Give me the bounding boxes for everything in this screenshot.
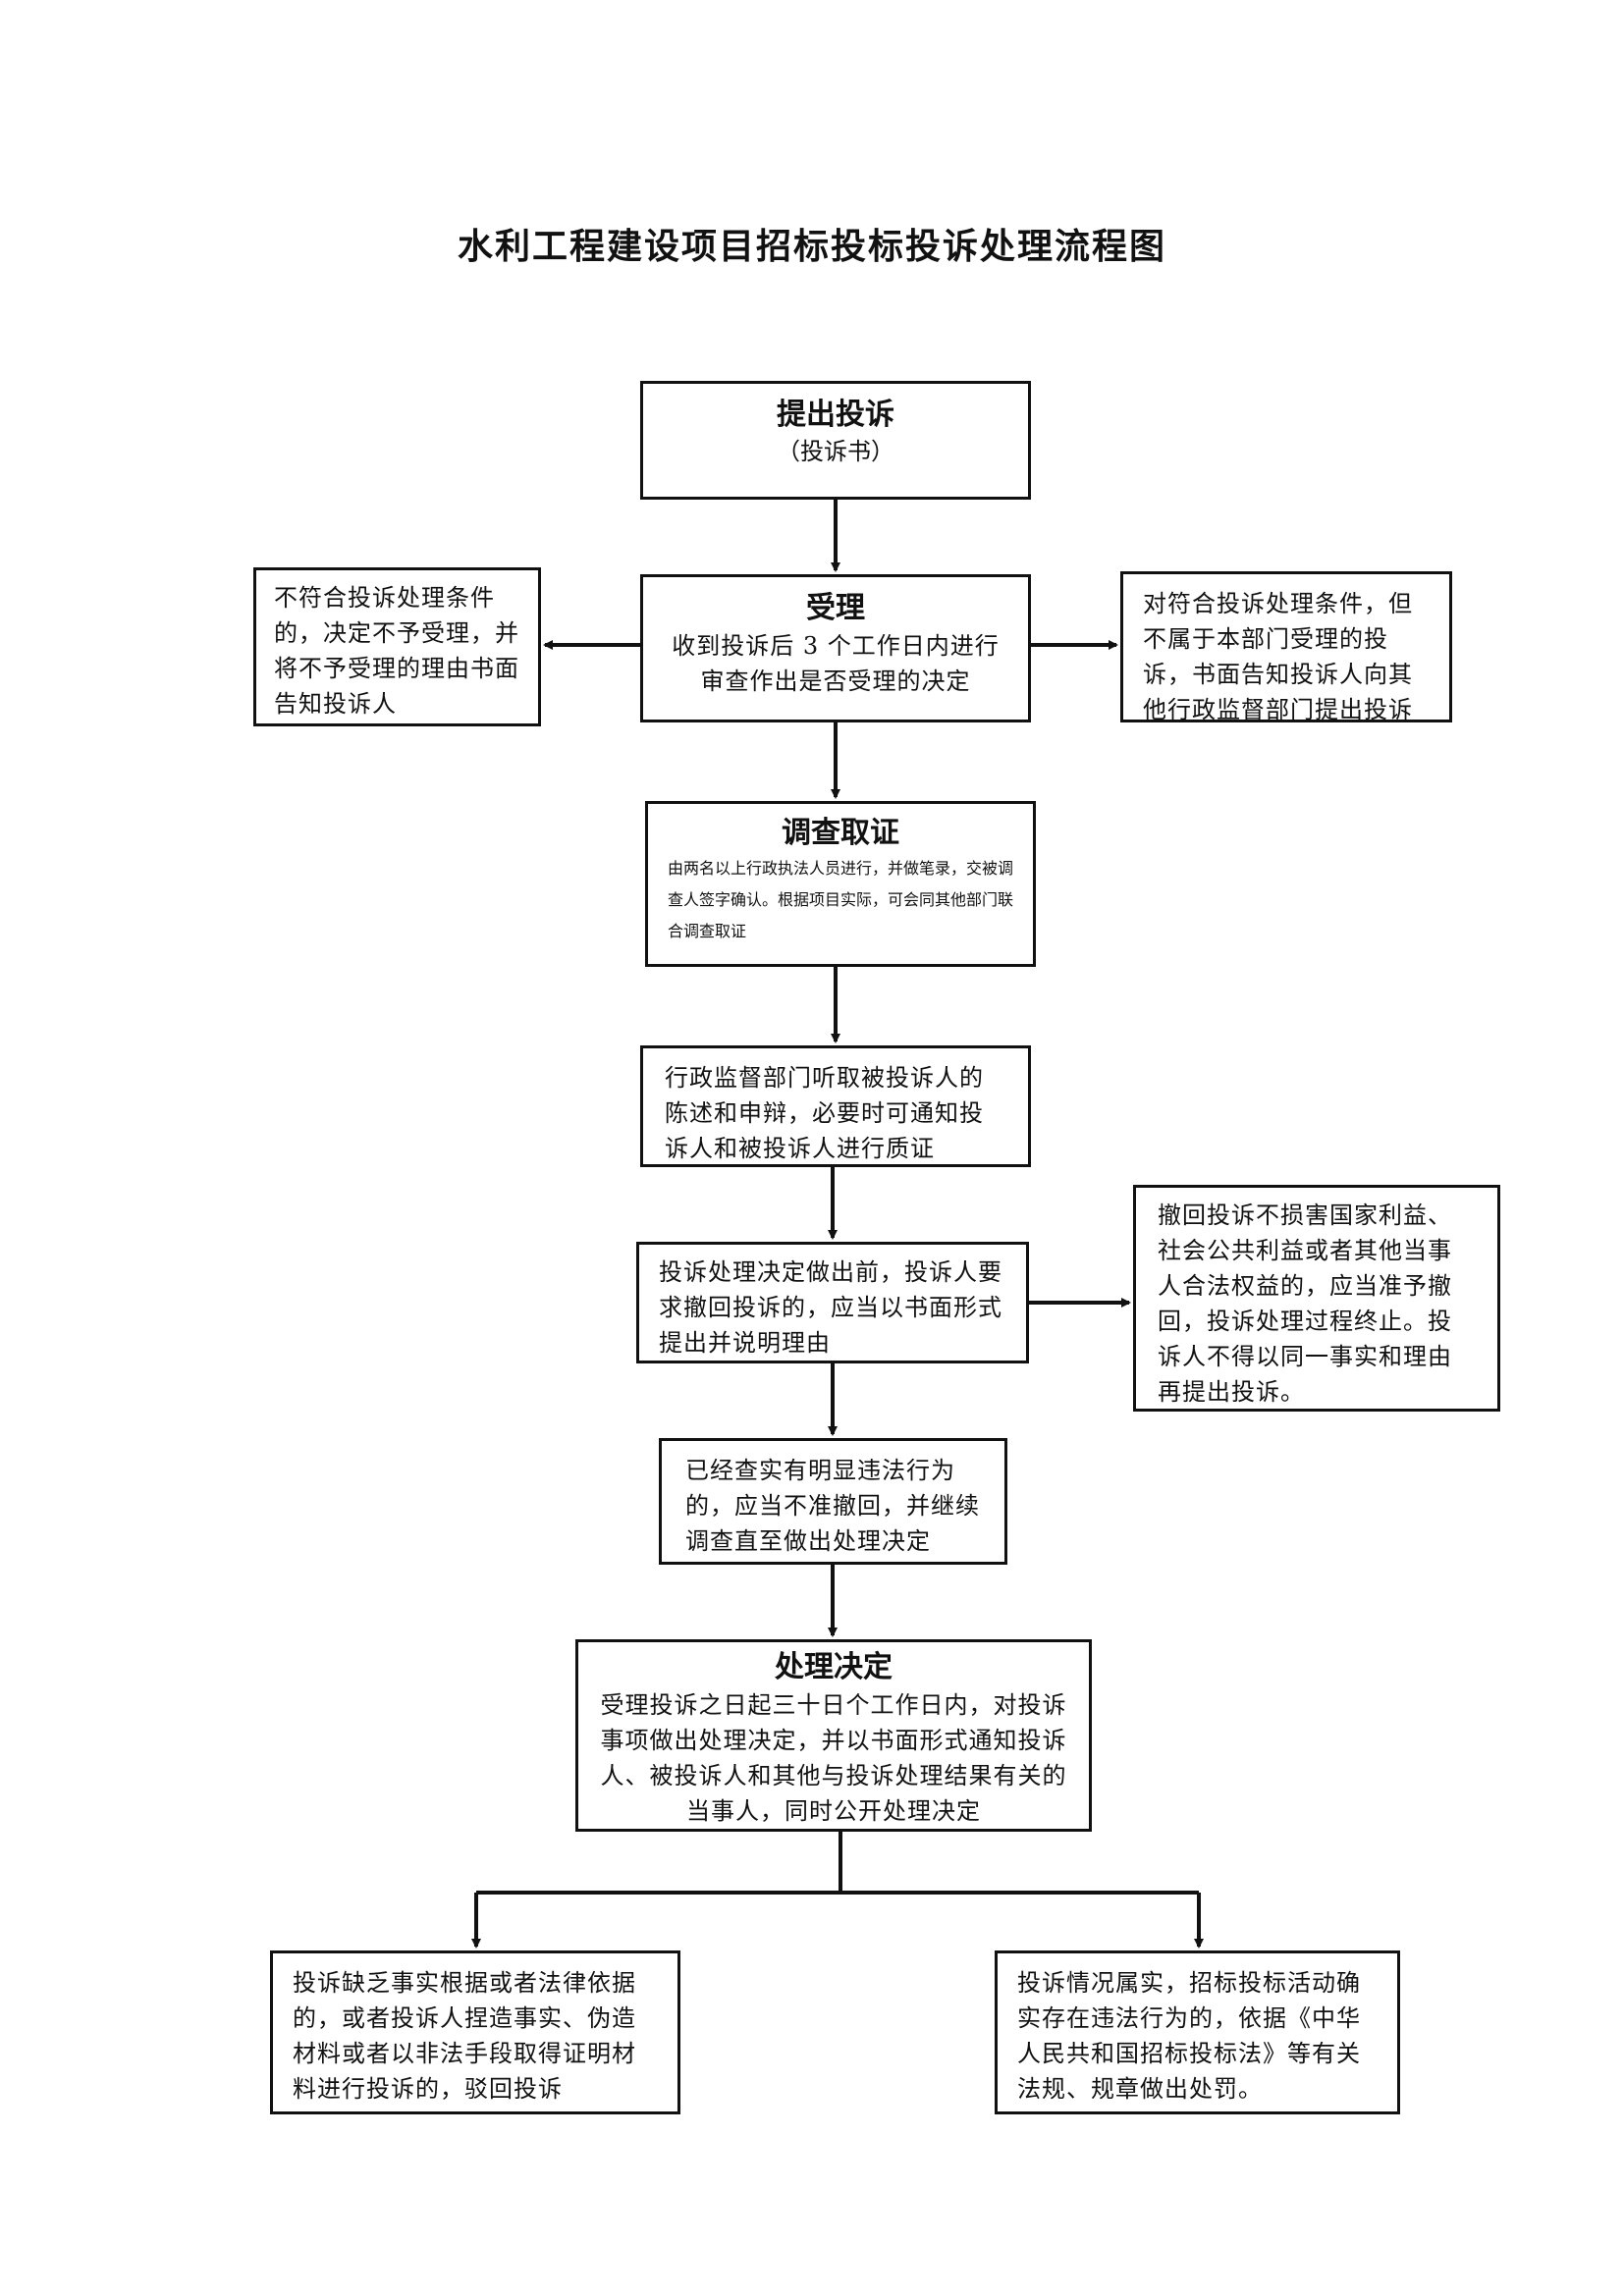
node-heading: 处理决定 [775,1650,893,1684]
node-hearing: 行政监督部门听取被投诉人的陈述和申辩，必要时可通知投诉人和被投诉人进行质证 [640,1045,1031,1167]
node-text: 撤回投诉不损害国家利益、社会公共利益或者其他当事人合法权益的，应当准予撤回，投诉… [1158,1201,1452,1406]
node-investigate: 调查取证 由两名以上行政执法人员进行，并做笔录，交被调查人签字确认。根据项目实际… [645,801,1036,967]
node-subheading: （投诉书） [777,438,894,465]
node-text: 投诉缺乏事实根据或者法律依据的，或者投诉人捏造事实、伪造材料或者以非法手段取得证… [293,1969,636,2103]
node-decision: 处理决定 受理投诉之日起三十日个工作日内，对投诉事项做出处理决定，并以书面形式通… [575,1639,1092,1832]
node-withdraw-approved: 撤回投诉不损害国家利益、社会公共利益或者其他当事人合法权益的，应当准予撤回，投诉… [1133,1185,1500,1412]
node-text: 由两名以上行政执法人员进行，并做笔录，交被调查人签字确认。根据项目实际，可会同其… [668,859,1014,940]
node-dismiss: 投诉缺乏事实根据或者法律依据的，或者投诉人捏造事实、伪造材料或者以非法手段取得证… [270,1950,680,2114]
node-text: 投诉处理决定做出前，投诉人要求撤回投诉的，应当以书面形式提出并说明理由 [659,1258,1002,1357]
node-transfer: 对符合投诉处理条件，但不属于本部门受理的投诉，书面告知投诉人向其他行政监督部门提… [1120,571,1452,723]
node-withdraw-request: 投诉处理决定做出前，投诉人要求撤回投诉的，应当以书面形式提出并说明理由 [636,1242,1029,1363]
node-heading: 调查取证 [782,816,899,850]
node-text: 行政监督部门听取被投诉人的陈述和申辩，必要时可通知投诉人和被投诉人进行质证 [665,1064,984,1162]
node-text: 对符合投诉处理条件，但不属于本部门受理的投诉，书面告知投诉人向其他行政监督部门提… [1143,590,1413,723]
node-text: 不符合投诉处理条件的，决定不予受理，并将不予受理的理由书面告知投诉人 [274,584,519,718]
node-withdraw-denied: 已经查实有明显违法行为的，应当不准撤回，并继续调查直至做出处理决定 [659,1438,1007,1565]
node-text: 受理投诉之日起三十日个工作日内，对投诉事项做出处理决定，并以书面形式通知投诉人、… [600,1691,1067,1825]
node-accept: 受理 收到投诉后 3 个工作日内进行审查作出是否受理的决定 [640,574,1031,722]
node-heading: 受理 [806,591,865,625]
node-text: 已经查实有明显违法行为的，应当不准撤回，并继续调查直至做出处理决定 [685,1457,980,1555]
node-heading: 提出投诉 [777,398,894,432]
node-submit-complaint: 提出投诉 （投诉书） [640,381,1031,500]
page-title: 水利工程建设项目招标投标投诉处理流程图 [457,227,1166,267]
node-reject: 不符合投诉处理条件的，决定不予受理，并将不予受理的理由书面告知投诉人 [253,567,541,726]
node-punish: 投诉情况属实，招标投标活动确实存在违法行为的，依据《中华人民共和国招标投标法》等… [995,1950,1400,2114]
node-text: 投诉情况属实，招标投标活动确实存在违法行为的，依据《中华人民共和国招标投标法》等… [1017,1969,1361,2103]
node-text: 收到投诉后 3 个工作日内进行审查作出是否受理的决定 [672,632,1000,695]
